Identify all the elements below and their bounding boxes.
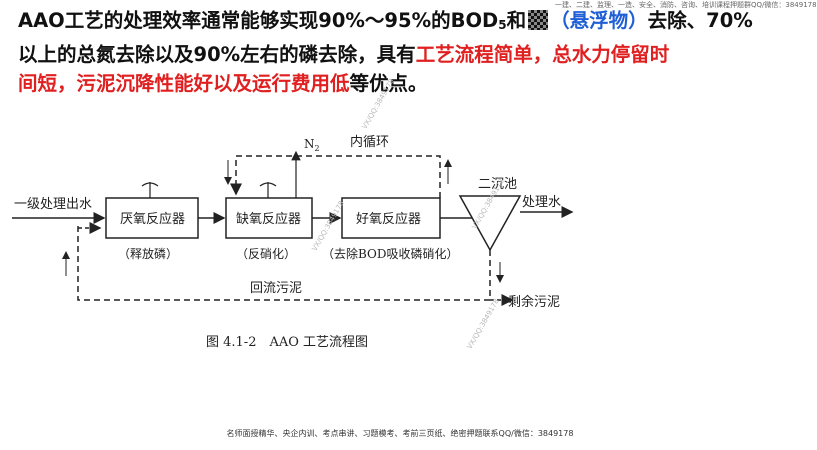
text-segment: 等优点。: [349, 72, 428, 95]
mixer-icon: [259, 182, 277, 198]
text-segment: 去除、70%: [647, 9, 753, 32]
anoxic-reactor-note: （反硝化）: [236, 247, 296, 261]
highlight-red: 间短，污泥沉降性能好以及运行费用低: [18, 72, 350, 95]
anoxic-reactor-label: 缺氧反应器: [236, 211, 301, 227]
subscript: 5: [498, 18, 507, 32]
n2-label: N2: [304, 137, 320, 153]
text-segment: 和: [506, 9, 527, 32]
text-segment: 以上的总氮去除以及90%左右的磷去除，具有: [18, 43, 416, 66]
aao-process-diagram: 一级处理出水 厌氧反应器 （释放磷） 缺氧反应器 （反硝化） N2 好氧反应器 …: [12, 134, 574, 350]
return-sludge-label: 回流污泥: [250, 281, 302, 296]
highlight-blue: （悬浮物）: [550, 9, 648, 32]
aerobic-reactor-label: 好氧反应器: [356, 211, 421, 227]
qr-icon: [528, 10, 549, 30]
footer-watermark: 名师面授精华、央企内训、考点串讲、习题模考、考前三页纸、绝密押题联系QQ/微信：…: [226, 429, 574, 438]
top-watermark: 一建、二建、监理、一造、安全、消防、咨询、培训课程押题群QQ/微信：384917…: [555, 1, 817, 9]
inlet-label: 一级处理出水: [14, 197, 92, 212]
paragraph-line-2: 以上的总氮去除以及90%左右的磷去除，具有工艺流程简单，总水力停留时: [18, 40, 788, 69]
mixer-icon: [141, 182, 159, 198]
figure-caption: 图 4.1-2 AAO 工艺流程图: [206, 335, 368, 350]
return-sludge-line: [77, 222, 490, 301]
aerobic-reactor-note: （去除BOD吸收磷硝化）: [322, 246, 459, 261]
clarifier-label: 二沉池: [478, 177, 517, 192]
paragraph-line-3: 间短，污泥沉降性能好以及运行费用低等优点。: [18, 69, 788, 98]
internal-recycle-line: [230, 155, 441, 198]
excess-sludge-label: 剩余污泥: [508, 294, 560, 310]
anaerobic-reactor-label: 厌氧反应器: [120, 211, 185, 227]
text-segment: AAO工艺的处理效率通常能够实现90%～95%的BOD: [18, 9, 499, 32]
description-paragraph: AAO工艺的处理效率通常能够实现90%～95%的BOD5和 （悬浮物）去除、70%…: [18, 6, 788, 98]
highlight-red: 工艺流程简单，总水力停留时: [415, 43, 670, 66]
secondary-clarifier-icon: [458, 195, 522, 252]
anaerobic-reactor-note: （释放磷）: [118, 246, 178, 261]
outlet-label: 处理水: [522, 195, 561, 210]
internal-recycle-label: 内循环: [350, 134, 389, 150]
paragraph-line-1: AAO工艺的处理效率通常能够实现90%～95%的BOD5和 （悬浮物）去除、70%: [18, 6, 788, 40]
